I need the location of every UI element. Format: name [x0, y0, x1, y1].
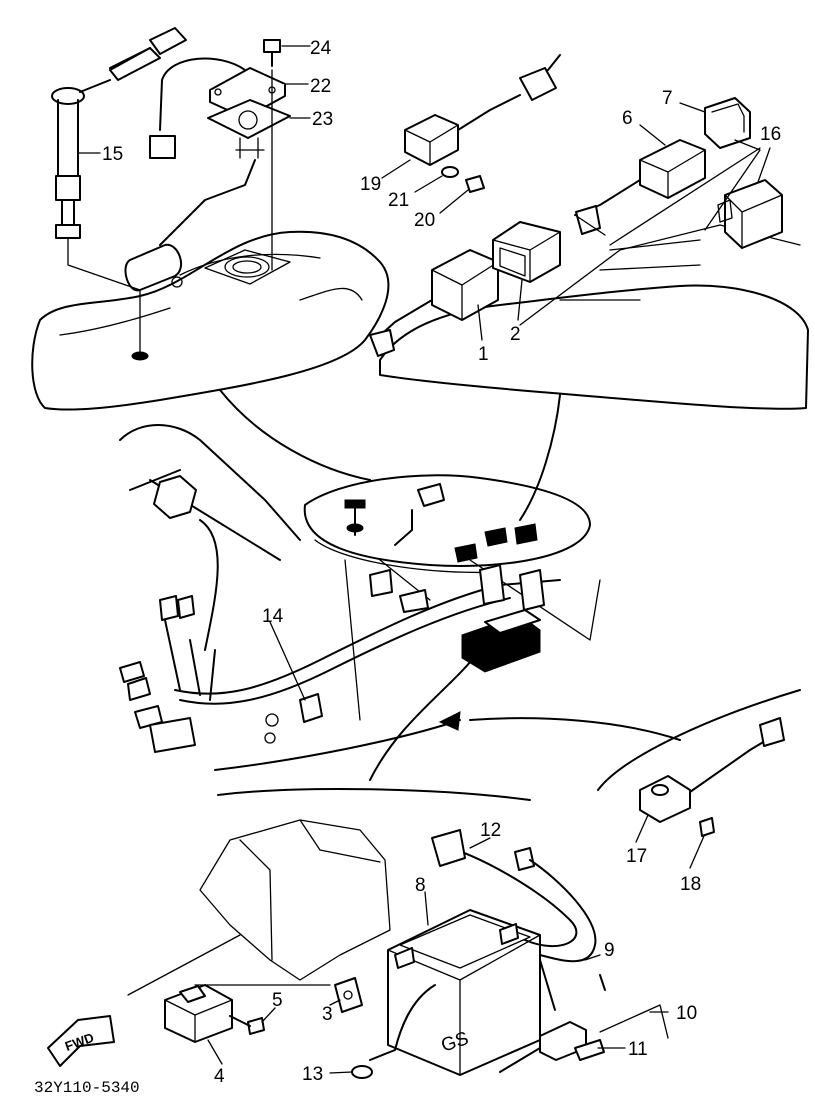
callout-23: 23 [312, 109, 333, 130]
callout-14: 14 [262, 606, 284, 627]
callout-24: 24 [310, 38, 332, 59]
fuel-tank-panel [31, 27, 390, 411]
callout-1: 1 [478, 344, 489, 365]
callout-15: 15 [102, 144, 123, 165]
drawing-code: 32Y110-5340 [34, 1079, 140, 1097]
frame-harness-center [119, 389, 681, 781]
callout-5: 5 [272, 990, 283, 1011]
callout-7: 7 [662, 88, 673, 109]
callout-11: 11 [628, 1039, 648, 1060]
callout-6: 6 [622, 108, 633, 129]
callout-2: 2 [510, 324, 521, 345]
battery-panel [47, 787, 669, 1079]
callout-numbers: 1 2 3 4 5 6 7 8 9 10 11 12 13 14 15 16 1… [102, 38, 781, 1087]
callout-18: 18 [680, 874, 701, 895]
callout-12: 12 [480, 820, 501, 841]
callout-17: 17 [626, 846, 647, 867]
callout-16: 16 [760, 124, 781, 145]
callout-leaders [77, 45, 771, 1074]
callout-21: 21 [388, 190, 409, 211]
electrical-box-panel [369, 54, 809, 410]
callout-3: 3 [322, 1004, 333, 1025]
callout-19: 19 [360, 174, 381, 195]
callout-13: 13 [302, 1064, 323, 1085]
callout-20: 20 [414, 210, 435, 231]
callout-8: 8 [415, 875, 426, 896]
callout-9: 9 [604, 940, 615, 961]
callout-4: 4 [214, 1066, 225, 1087]
callout-22: 22 [310, 76, 331, 97]
callout-10: 10 [676, 1003, 697, 1024]
switch-panel [597, 689, 801, 837]
